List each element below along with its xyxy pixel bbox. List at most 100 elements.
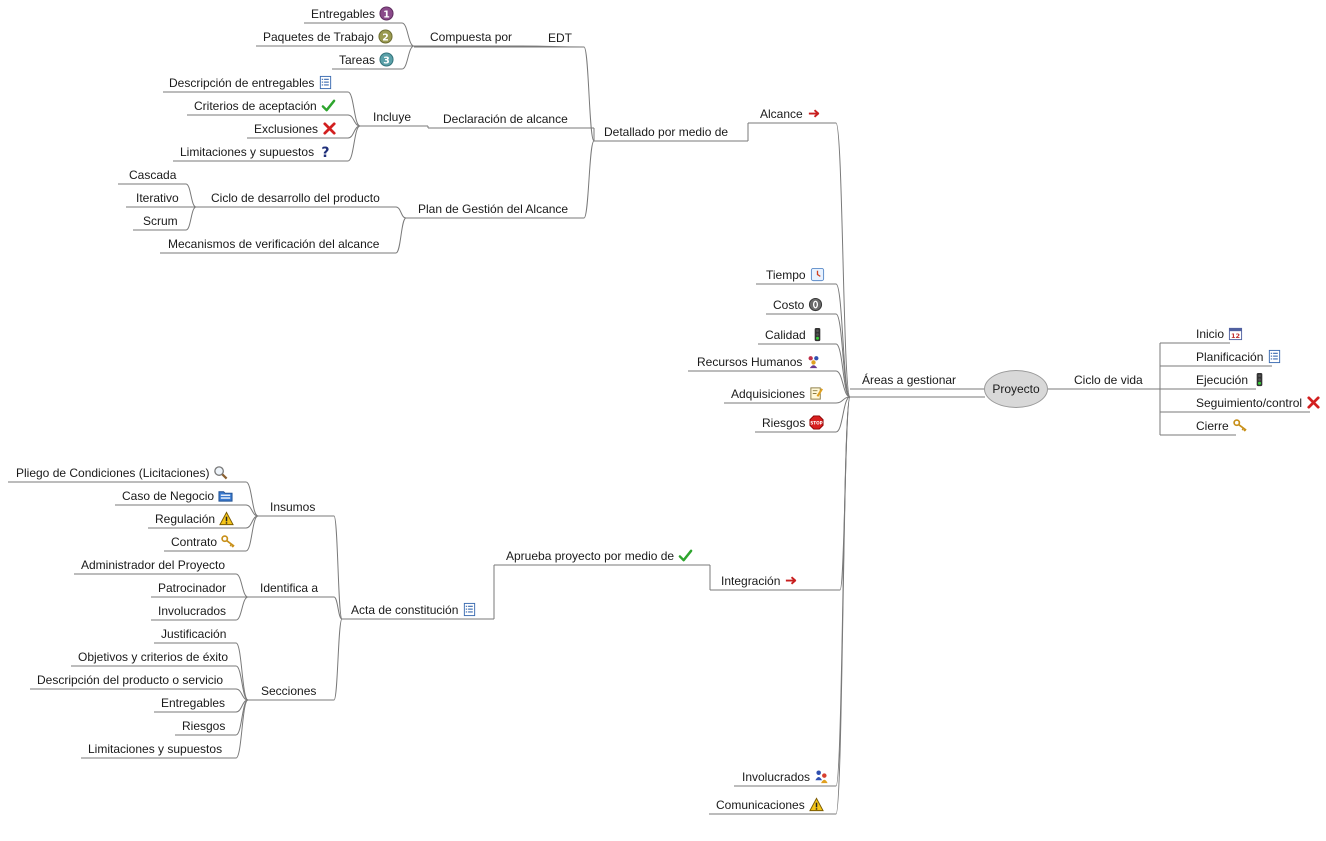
node-declaracion[interactable]: Declaración de alcance xyxy=(443,111,568,126)
node-administrador[interactable]: Administrador del Proyecto xyxy=(81,557,225,572)
node-ciclo-desarrollo[interactable]: Ciclo de desarrollo del producto xyxy=(211,190,380,205)
node-label: Áreas a gestionar xyxy=(862,372,957,387)
clock-icon xyxy=(810,267,825,282)
node-aprueba[interactable]: Aprueba proyecto por medio de xyxy=(506,548,693,563)
node-secciones[interactable]: Secciones xyxy=(261,683,316,698)
node-alcance[interactable]: Alcance xyxy=(760,106,822,121)
node-rrhh[interactable]: Recursos Humanos xyxy=(697,354,821,369)
node-label: Iterativo xyxy=(136,190,179,205)
node-exclusiones[interactable]: Exclusiones xyxy=(254,121,337,136)
node-seguimiento[interactable]: Seguimiento/control xyxy=(1196,395,1321,410)
node-iterativo[interactable]: Iterativo xyxy=(136,190,179,205)
node-planificacion[interactable]: Planificación xyxy=(1196,349,1282,364)
node-label: Contrato xyxy=(171,534,218,549)
node-label: Ciclo de desarrollo del producto xyxy=(211,190,380,205)
node-label: Entregables xyxy=(161,695,226,710)
node-descripcion-producto[interactable]: Descripción del producto o servicio xyxy=(37,672,223,687)
node-tareas[interactable]: Tareas 3 xyxy=(339,52,394,67)
node-label: Scrum xyxy=(143,213,178,228)
node-ejecucion[interactable]: Ejecución xyxy=(1196,372,1267,387)
node-areas[interactable]: Áreas a gestionar xyxy=(862,372,956,387)
node-cierre[interactable]: Cierre xyxy=(1196,418,1248,433)
node-label: Justificación xyxy=(161,626,227,641)
node-caso[interactable]: Caso de Negocio xyxy=(122,488,233,503)
svg-text:STOP: STOP xyxy=(811,421,824,426)
node-limitaciones1[interactable]: Limitaciones y supuestos? xyxy=(180,144,333,160)
node-tiempo[interactable]: Tiempo xyxy=(766,267,825,282)
connector-line xyxy=(835,283,851,398)
node-label: Tareas xyxy=(339,52,376,67)
node-calidad[interactable]: Calidad xyxy=(765,327,825,342)
number-2-icon: 2 xyxy=(378,29,393,44)
node-label: Secciones xyxy=(261,683,317,698)
checkmark-icon xyxy=(321,98,336,113)
node-entregables2[interactable]: Entregables xyxy=(161,695,225,710)
connector-line xyxy=(333,618,343,701)
connector-line xyxy=(395,206,407,219)
svg-text:3: 3 xyxy=(383,56,390,67)
node-integracion[interactable]: Integración xyxy=(721,573,799,588)
node-label: Calidad xyxy=(765,327,806,342)
node-justificacion[interactable]: Justificación xyxy=(161,626,226,641)
node-pliego[interactable]: Pliego de Condiciones (Licitaciones) xyxy=(16,465,228,480)
connector-line xyxy=(333,515,343,620)
node-acta[interactable]: Acta de constitución xyxy=(351,602,477,617)
connector-line xyxy=(835,370,851,398)
node-label: Cascada xyxy=(129,167,177,182)
node-compuesta[interactable]: Compuesta por xyxy=(430,29,512,44)
node-identifica[interactable]: Identifica a xyxy=(260,580,318,595)
node-insumos[interactable]: Insumos xyxy=(270,499,315,514)
node-costo[interactable]: Costo xyxy=(773,297,823,312)
node-scrum[interactable]: Scrum xyxy=(143,213,178,228)
node-label: Costo xyxy=(773,297,805,312)
node-comunicaciones[interactable]: Comunicaciones xyxy=(716,797,824,812)
node-incluye[interactable]: Incluye xyxy=(373,109,411,124)
node-detallado[interactable]: Detallado por medio de xyxy=(604,124,728,139)
node-criterios[interactable]: Criterios de aceptación xyxy=(194,98,336,113)
node-label: Caso de Negocio xyxy=(122,488,215,503)
node-label: Aprueba proyecto por medio de xyxy=(506,548,675,563)
node-ciclo[interactable]: Ciclo de vida xyxy=(1074,372,1143,387)
arrow-right-icon xyxy=(784,573,799,588)
node-adquisiciones[interactable]: Adquisiciones xyxy=(731,386,824,401)
node-patrocinador[interactable]: Patrocinador xyxy=(158,580,226,595)
warning-icon xyxy=(219,511,234,526)
connector-line xyxy=(235,596,249,621)
node-cascada[interactable]: Cascada xyxy=(129,167,176,182)
node-label: EDT xyxy=(548,30,572,45)
node-involucrados-id[interactable]: Involucrados xyxy=(158,603,226,618)
svg-text:2: 2 xyxy=(382,33,389,44)
node-label: Alcance xyxy=(760,106,803,121)
connector-line xyxy=(235,642,249,701)
root-label: Proyecto xyxy=(992,382,1040,396)
node-label: Tiempo xyxy=(766,267,806,282)
number-1-icon: 1 xyxy=(379,6,394,21)
node-label: Ejecución xyxy=(1196,372,1249,387)
node-desc-entregables[interactable]: Descripción de entregables xyxy=(169,75,333,90)
key-icon xyxy=(221,534,236,549)
node-riesgos-sec[interactable]: Riesgos xyxy=(182,718,225,733)
key-icon xyxy=(1232,418,1248,433)
traffic-light-icon xyxy=(810,327,825,342)
magnifier-icon xyxy=(213,465,228,480)
node-label: Involucrados xyxy=(742,769,811,784)
connector-line xyxy=(333,596,343,620)
node-label: Plan de Gestión del Alcance xyxy=(418,201,569,216)
node-label: Detallado por medio de xyxy=(604,124,729,139)
root-node-proyecto[interactable]: Proyecto xyxy=(984,370,1048,408)
node-contrato[interactable]: Contrato xyxy=(171,534,236,549)
node-involucrados-area[interactable]: Involucrados xyxy=(742,769,829,784)
node-label: Acta de constitución xyxy=(351,602,459,617)
node-edt[interactable]: EDT xyxy=(548,30,572,45)
node-objetivos[interactable]: Objetivos y criterios de éxito xyxy=(78,649,228,664)
node-mecanismos[interactable]: Mecanismos de verificación del alcance xyxy=(168,236,379,251)
node-plan-gestion[interactable]: Plan de Gestión del Alcance xyxy=(418,201,568,216)
node-label: Comunicaciones xyxy=(716,797,805,812)
node-regulacion[interactable]: Regulación xyxy=(155,511,234,526)
node-limitaciones2[interactable]: Limitaciones y supuestos xyxy=(88,741,222,756)
